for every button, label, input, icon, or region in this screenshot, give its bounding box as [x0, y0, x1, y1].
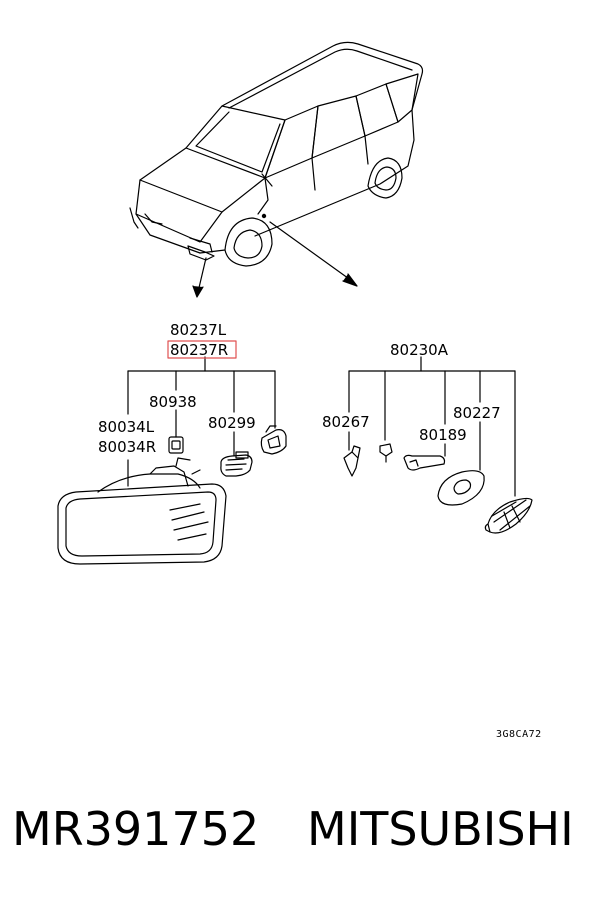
brand-name: MITSUBISHI	[307, 802, 574, 856]
part-labels: 80237L 80237R 80938 80034L 80034R 80299 …	[98, 321, 542, 740]
label-80034r: 80034R	[98, 438, 156, 456]
highlight-box	[167, 340, 237, 359]
fog-lamp-group	[57, 356, 287, 565]
drawing-code: 3G8CA72	[496, 729, 542, 740]
label-80227: 80227	[453, 404, 501, 422]
label-80938: 80938	[149, 393, 197, 411]
label-80299: 80299	[208, 414, 256, 432]
label-80230a: 80230A	[390, 341, 449, 359]
label-80237r: 80237R	[170, 341, 228, 359]
side-lamp-group	[343, 356, 533, 534]
location-arrows	[192, 221, 358, 298]
part-number: MR391752	[12, 802, 260, 856]
label-80267: 80267	[322, 413, 370, 431]
label-80189: 80189	[419, 426, 467, 444]
label-80237l: 80237L	[170, 321, 227, 339]
vehicle-illustration	[129, 41, 424, 267]
label-80034l: 80034L	[98, 418, 155, 436]
